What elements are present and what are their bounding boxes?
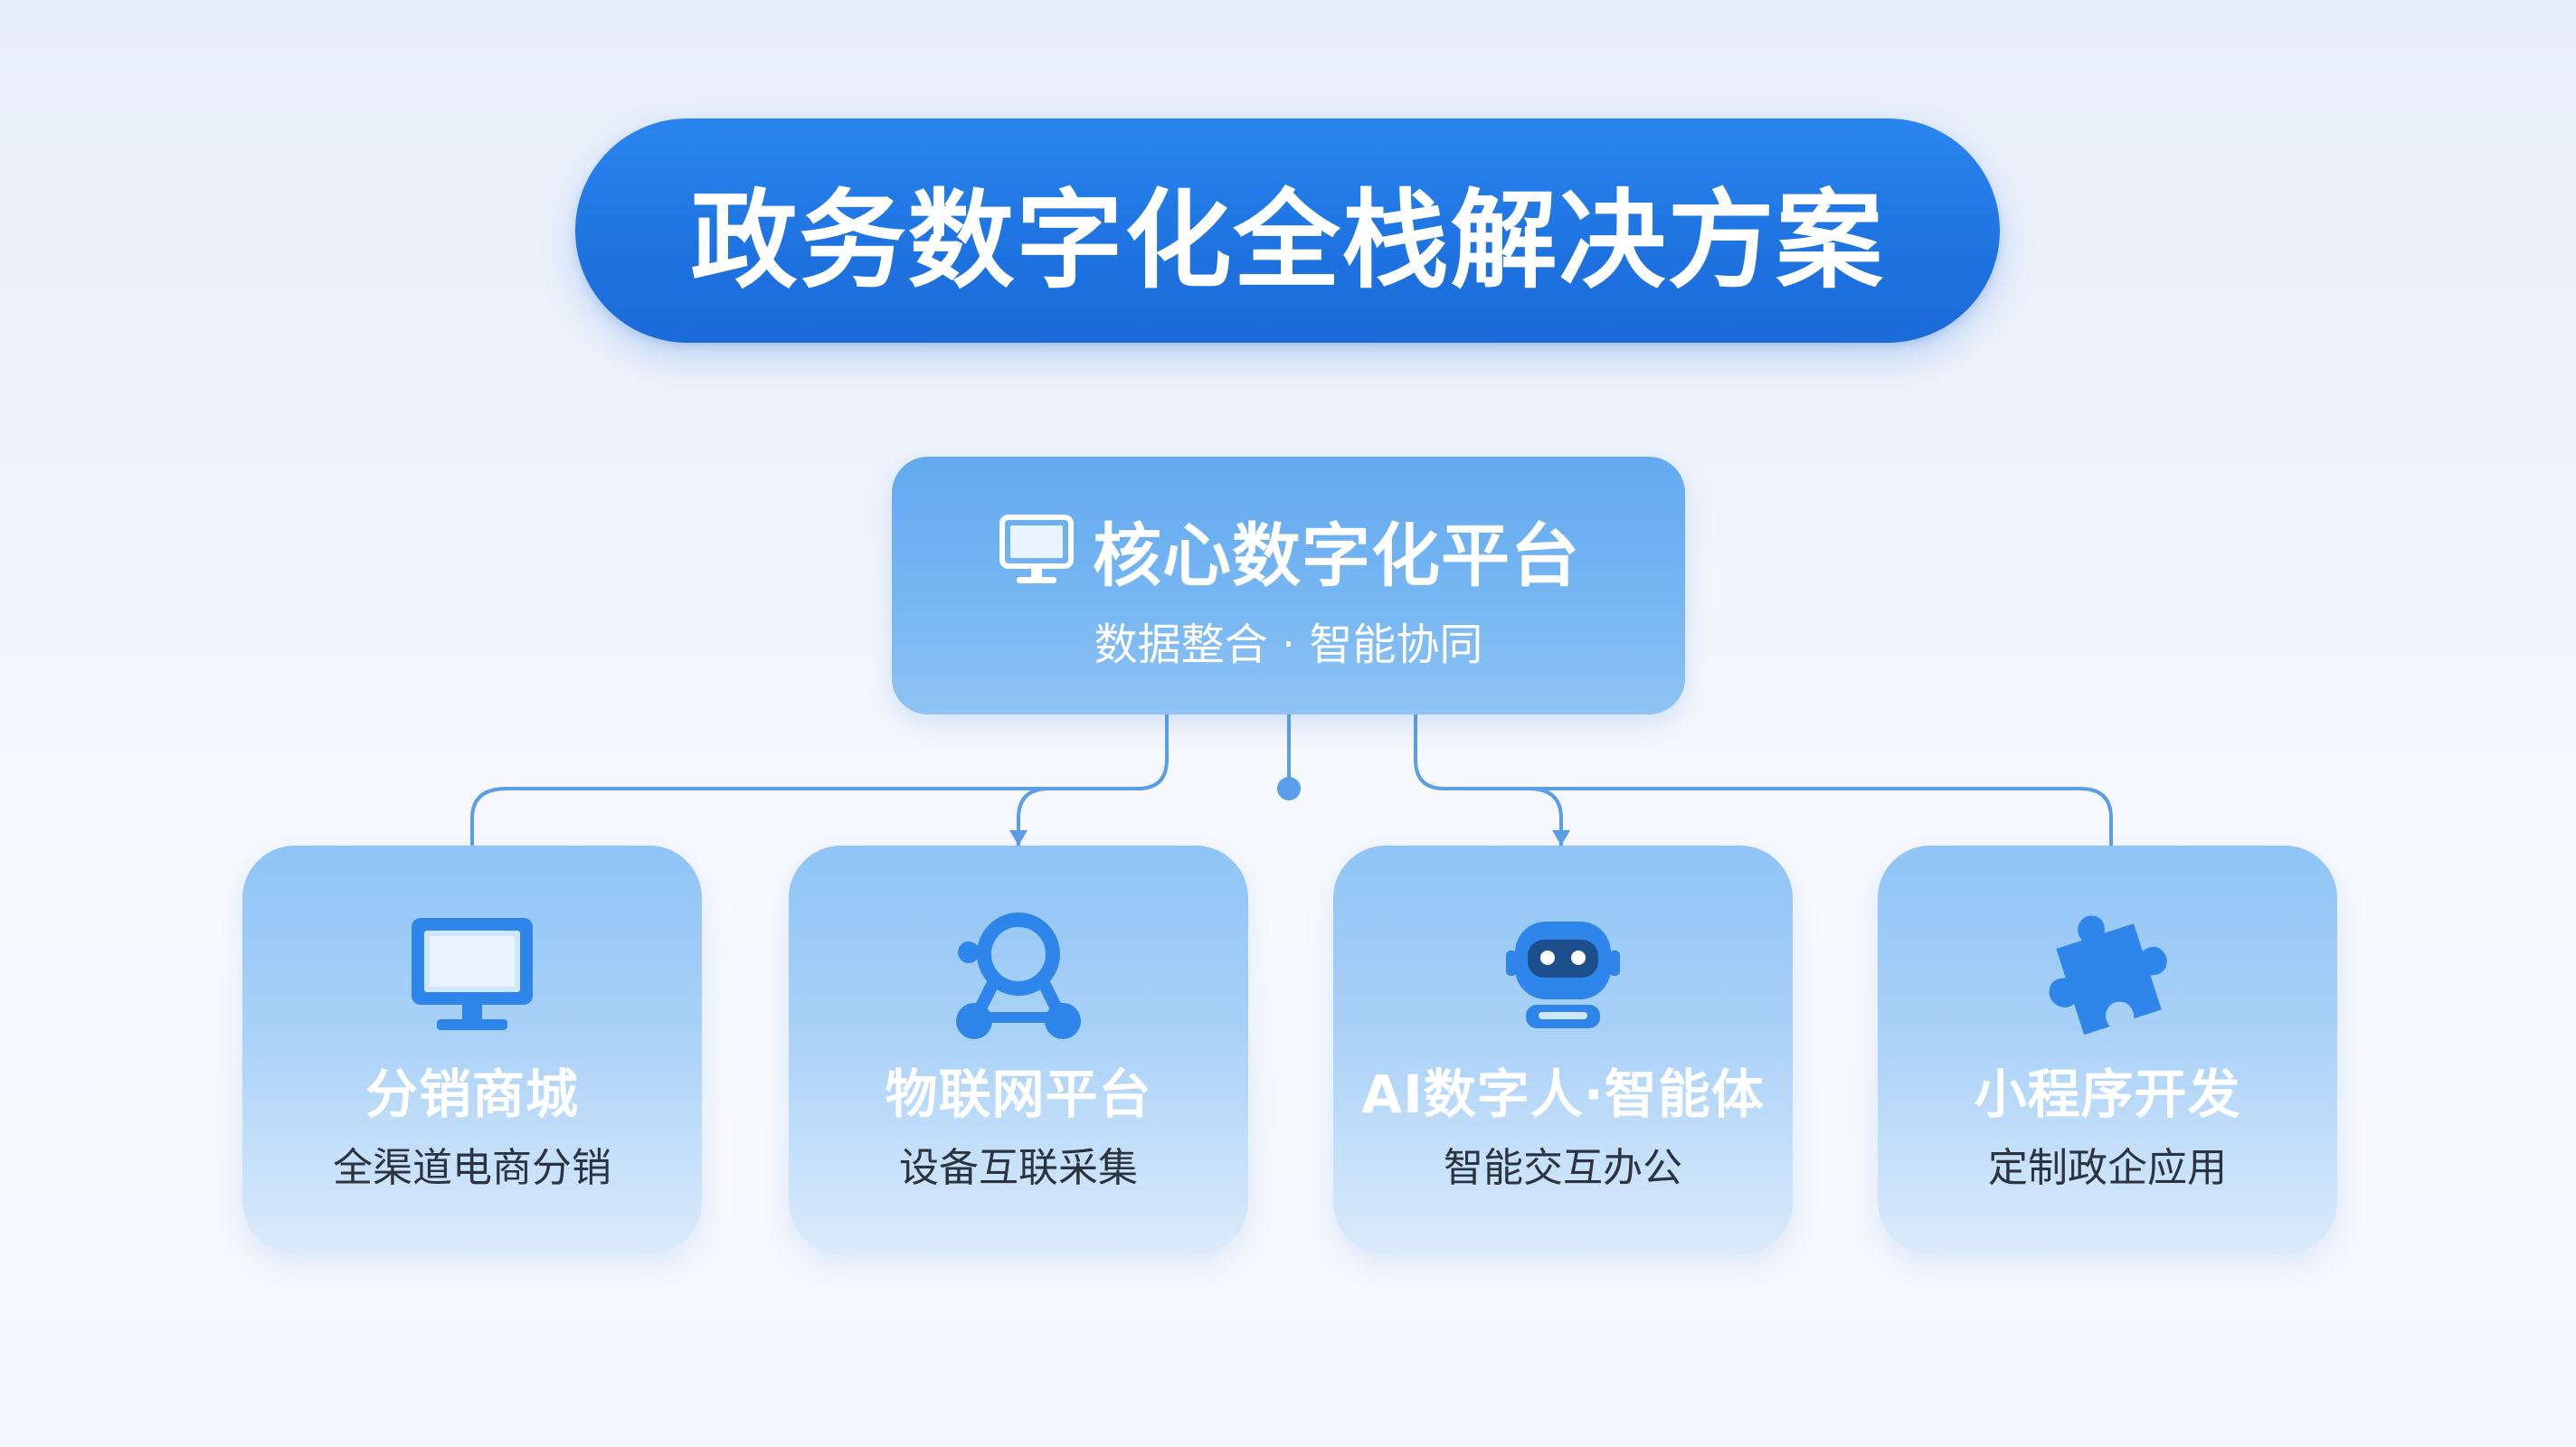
module-subtitle: 设备互联采集 <box>899 1145 1138 1191</box>
puzzle-icon <box>2049 915 2167 1036</box>
connector-to-card-3 <box>1507 787 1563 847</box>
module-subtitle: 全渠道电商分销 <box>333 1145 611 1191</box>
page-title: 政务数字化全栈解决方案 <box>690 177 1885 303</box>
arrow-tip-card-2 <box>1009 830 1028 846</box>
core-platform-title: 核心数字化平台 <box>1093 515 1580 596</box>
module-subtitle: 智能交互办公 <box>1444 1145 1682 1191</box>
connector-right-branch <box>1414 713 2113 847</box>
module-card-mini-program: 小程序开发 定制政企应用 <box>1878 846 2337 1254</box>
iot-network-icon <box>956 913 1081 1039</box>
connector-left-branch <box>470 713 1169 847</box>
module-card-iot-platform: 物联网平台 设备互联采集 <box>789 846 1248 1254</box>
connector-to-card-2 <box>1017 787 1058 847</box>
title-banner: 政务数字化全栈解决方案 <box>575 118 2000 343</box>
core-platform-box: 核心数字化平台 数据整合 · 智能协同 <box>892 457 1685 714</box>
module-title: AI数字人·智能体 <box>1361 1064 1765 1125</box>
module-title: 物联网平台 <box>885 1064 1152 1125</box>
monitor-icon <box>412 918 533 1030</box>
connector-center-dot <box>1277 777 1301 800</box>
robot-icon <box>1506 922 1620 1028</box>
module-title: 分销商城 <box>365 1064 579 1125</box>
module-card-distribution-mall: 分销商城 全渠道电商分销 <box>242 846 702 1254</box>
core-platform-subtitle: 数据整合 · 智能协同 <box>1094 619 1483 670</box>
arrow-tip-card-3 <box>1552 830 1570 846</box>
module-subtitle: 定制政企应用 <box>1988 1145 2227 1191</box>
module-card-ai-digital-human: AI数字人·智能体 智能交互办公 <box>1333 846 1793 1254</box>
monitor-icon <box>999 515 1074 583</box>
module-title: 小程序开发 <box>1974 1064 2241 1125</box>
